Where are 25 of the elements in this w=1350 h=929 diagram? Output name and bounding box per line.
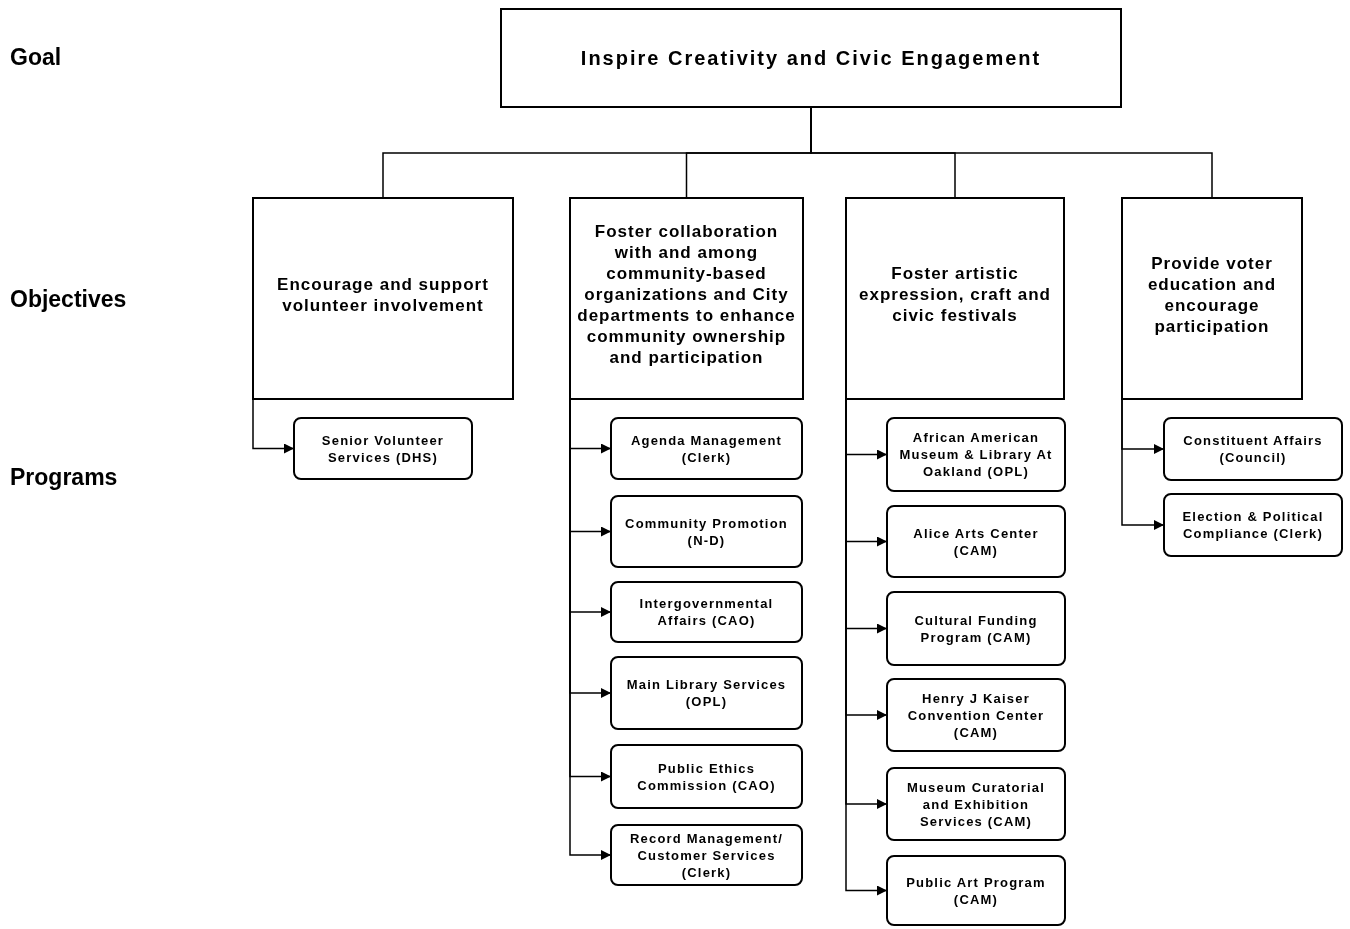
program-box: Main Library Services (OPL) bbox=[610, 656, 803, 730]
goal-box: Inspire Creativity and Civic Engagement bbox=[500, 8, 1122, 108]
program-box: Museum Curatorial and Exhibition Services (CAM) bbox=[886, 767, 1066, 841]
program-box: Intergovernmental Affairs (CAO) bbox=[610, 581, 803, 643]
row-label: Goal bbox=[10, 43, 62, 72]
connector-arrow bbox=[252, 399, 294, 454]
row-label: Objectives bbox=[10, 285, 127, 314]
connector-arrow bbox=[1121, 399, 1164, 530]
objective-box: Provide voter education and encourage participation bbox=[1121, 197, 1303, 400]
program-box: Public Ethics Commission (CAO) bbox=[610, 744, 803, 809]
program-box: Cultural Funding Program (CAM) bbox=[886, 591, 1066, 666]
objective-box: Foster collaboration with and among community-based organizations and City departments to enhance community ownership and participation bbox=[569, 197, 804, 400]
program-box: Record Management/ Customer Services (Clerk) bbox=[610, 824, 803, 886]
objective-box: Encourage and support volunteer involvement bbox=[252, 197, 514, 400]
program-box: Henry J Kaiser Convention Center (CAM) bbox=[886, 678, 1066, 752]
row-label: Programs bbox=[10, 463, 118, 492]
objective-box: Foster artistic expression, craft and civic festivals bbox=[845, 197, 1065, 400]
program-box: Senior Volunteer Services (DHS) bbox=[293, 417, 473, 480]
program-box: Alice Arts Center (CAM) bbox=[886, 505, 1066, 578]
program-box: Public Art Program (CAM) bbox=[886, 855, 1066, 926]
program-box: Community Promotion (N-D) bbox=[610, 495, 803, 568]
program-box: African American Museum & Library At Oakland (OPL) bbox=[886, 417, 1066, 492]
program-box: Constituent Affairs (Council) bbox=[1163, 417, 1343, 481]
program-box: Agenda Management (Clerk) bbox=[610, 417, 803, 480]
program-box: Election & Political Compliance (Clerk) bbox=[1163, 493, 1343, 557]
